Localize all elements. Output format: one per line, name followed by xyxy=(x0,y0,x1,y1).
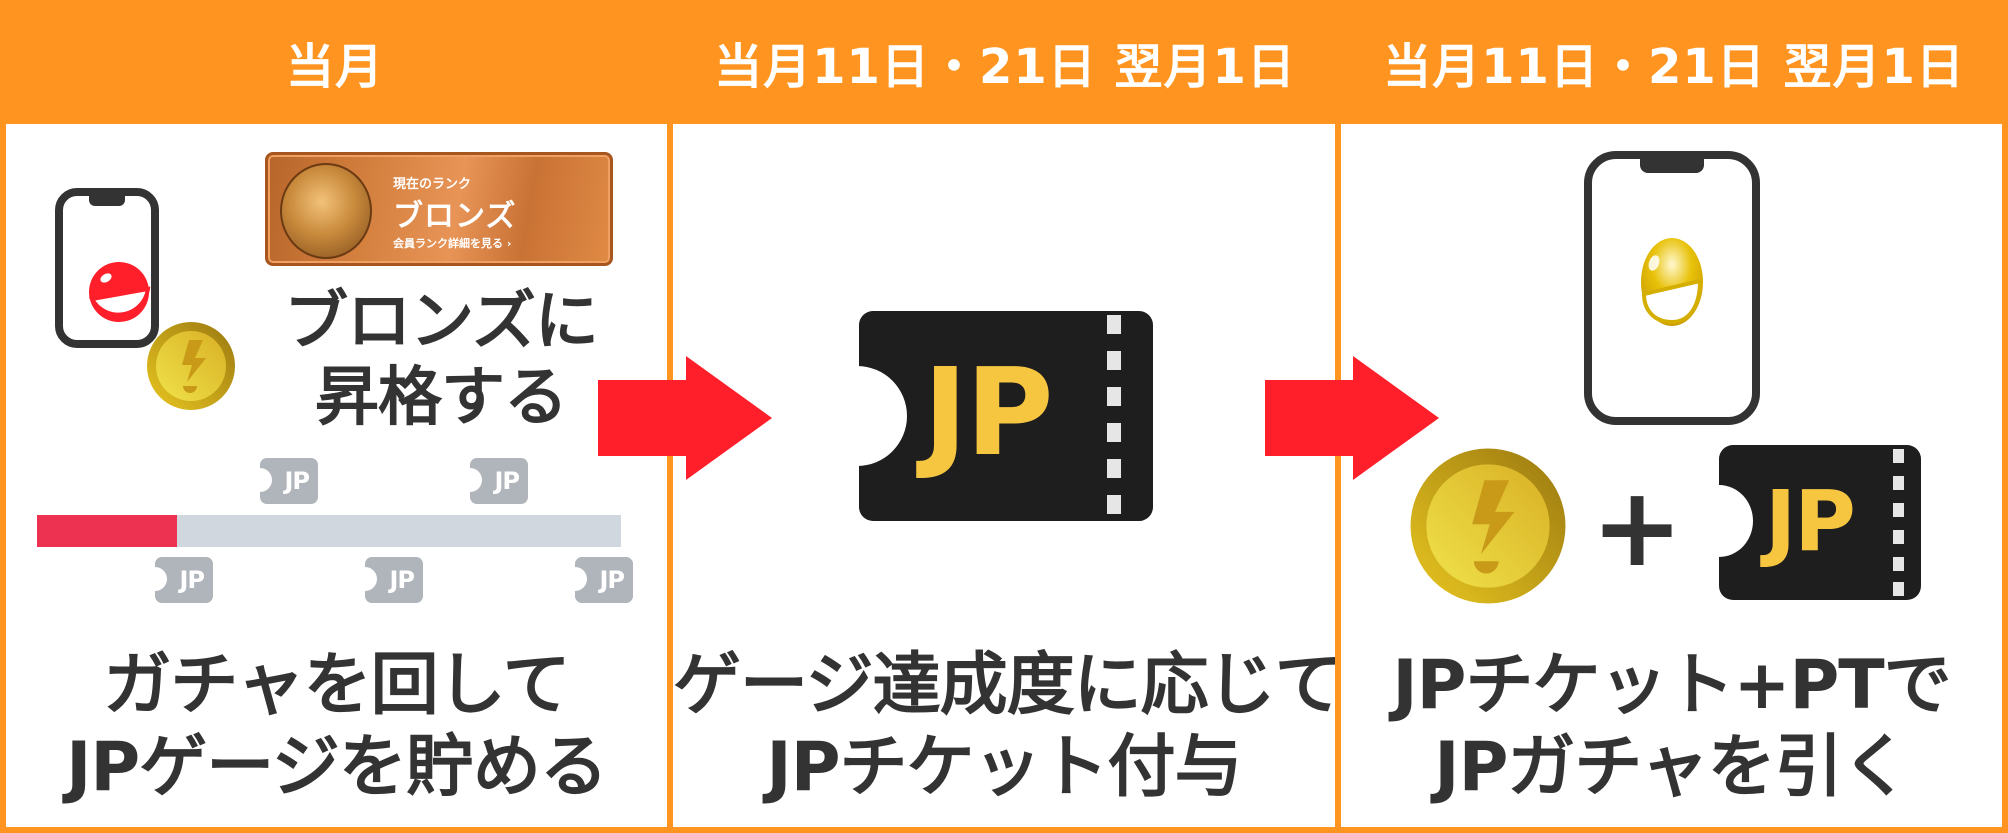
gauge-ticket-marker: JP xyxy=(248,458,318,504)
arrow-right-icon xyxy=(1265,356,1439,480)
step3-period-header: 当月11日・21日 翌月1日 xyxy=(1383,39,1965,95)
ticket-perforation xyxy=(1893,530,1904,544)
ticket-perforation xyxy=(1107,459,1121,478)
ticket-notch xyxy=(807,366,907,466)
gauge-ticket-marker: JP xyxy=(143,557,213,603)
ticket-label: JP xyxy=(923,344,1054,483)
ticket-perforation xyxy=(1893,476,1904,490)
arrow-right-icon xyxy=(598,356,772,480)
jp-ticket-icon: JP xyxy=(807,311,1153,521)
red-ball-mascot-icon xyxy=(88,262,151,322)
promotion-line: ブロンズに xyxy=(284,285,599,359)
gauge-ticket-marker: JP xyxy=(458,458,528,504)
promotion-line: 昇格する xyxy=(315,361,568,435)
jp-gauge-fill xyxy=(37,515,177,547)
rank-name: ブロンズ xyxy=(393,199,517,234)
step2-panel: JP ゲージ達成度に応じて JPチケット付与 xyxy=(673,124,1335,827)
rank-details-link[interactable]: 会員ランク詳細を見る › xyxy=(393,237,512,250)
step1-caption: ガチャを回して JPゲージを貯める xyxy=(6,645,667,809)
ticket-notch xyxy=(1685,485,1753,557)
ticket-perforation xyxy=(1107,315,1121,334)
ticket-perforation xyxy=(1893,503,1904,517)
jp-gauge xyxy=(37,515,621,547)
jp-ticket-icon: JP xyxy=(1685,445,1921,600)
bronze-medal-icon xyxy=(280,163,372,259)
promotion-text: ブロンズに 昇格する xyxy=(256,284,626,436)
ticket-label: JP xyxy=(1765,472,1856,570)
step2-period-header: 当月11日・21日 翌月1日 xyxy=(714,39,1296,95)
ticket-perforation xyxy=(1893,557,1904,571)
caption-line: ゲージ達成度に応じて xyxy=(673,646,1335,725)
step1-panel: 現在のランク ブロンズ 会員ランク詳細を見る › ブロンズに 昇格する JP J… xyxy=(6,124,667,827)
gauge-ticket-marker: JP xyxy=(563,557,633,603)
ticket-perforation xyxy=(1893,449,1904,463)
lightning-coin-icon xyxy=(147,322,235,410)
rank-badge-card[interactable]: 現在のランク ブロンズ 会員ランク詳細を見る › xyxy=(265,152,613,266)
step3-panel: + JP JPチケット+PTで JPガチャを引く xyxy=(1341,124,2002,827)
caption-line: JPチケット付与 xyxy=(766,728,1242,807)
caption-line: JPチケット+PTで xyxy=(1392,646,1951,725)
step2-caption: ゲージ達成度に応じて JPチケット付与 xyxy=(673,645,1335,809)
step3-caption: JPチケット+PTで JPガチャを引く xyxy=(1341,645,2002,809)
caption-line: JPガチャを引く xyxy=(1434,728,1909,807)
plus-sign: + xyxy=(1591,463,1684,591)
ticket-perforation xyxy=(1107,495,1121,514)
caption-line: JPゲージを貯める xyxy=(66,728,608,807)
ticket-perforation xyxy=(1107,387,1121,406)
ticket-perforation xyxy=(1107,351,1121,370)
lightning-coin-icon xyxy=(1410,448,1566,604)
caption-line: ガチャを回して xyxy=(103,646,570,725)
current-rank-label: 現在のランク xyxy=(393,177,472,192)
gauge-ticket-marker: JP xyxy=(353,557,423,603)
gold-ball-mascot-icon xyxy=(1641,238,1703,326)
step1-period-header: 当月 xyxy=(285,39,384,95)
ticket-perforation xyxy=(1107,423,1121,442)
ticket-perforation xyxy=(1893,582,1904,596)
